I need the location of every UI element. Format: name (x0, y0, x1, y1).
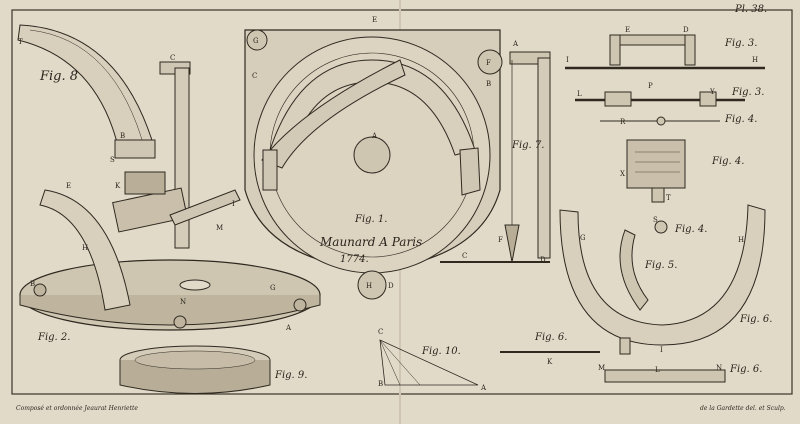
ref-letter: B (120, 132, 125, 140)
maker-inscription: Maunard A Paris (319, 235, 422, 249)
label-fig3-mid: Fig. 3. (731, 87, 764, 98)
label-fig10: Fig. 10. (421, 346, 461, 357)
ref-letter: A (285, 324, 292, 332)
plate-number: Pl. 38. (734, 4, 767, 15)
ref-letter: B (378, 380, 383, 388)
credit-right: de la Gardette del. et Sculp. (700, 405, 786, 412)
ref-letter: C (462, 252, 467, 260)
ref-letter: A (480, 384, 487, 392)
label-fig3-top: Fig. 3. (724, 38, 757, 49)
label-fig4-mid: Fig. 4. (711, 156, 744, 167)
ref-letter: I (232, 200, 235, 208)
credit-left: Composé et ordonnée Jeaurat Henriette (16, 405, 138, 412)
ref-letter: D (540, 256, 546, 264)
ref-letter: K (115, 182, 121, 190)
ref-letter: X (620, 170, 625, 178)
ref-letter: R (620, 118, 626, 126)
ref-letter: C (252, 72, 257, 80)
label-fig4-top: Fig. 4. (724, 114, 757, 125)
ref-letter: G (580, 234, 586, 242)
ref-letter: I (660, 346, 663, 354)
ref-letter: B (486, 80, 491, 88)
fig7-square (440, 51, 551, 263)
ref-letter: H (738, 236, 744, 244)
ref-letter: C (378, 328, 383, 336)
label-fig8: Fig. 8 (39, 69, 78, 84)
fig6-arc (559, 204, 766, 383)
ref-letter: D (388, 282, 394, 290)
label-fig1: Fig. 1. (354, 214, 387, 225)
ref-letter: H (366, 282, 372, 290)
fig9-dish (119, 345, 271, 394)
fig3-clamp (565, 34, 765, 126)
ref-letter: E (625, 26, 630, 34)
ref-letter: L (655, 366, 660, 374)
label-fig4-screw: Fig. 4. (674, 224, 707, 235)
ref-letter: N (180, 298, 186, 306)
ref-letter: C (170, 54, 175, 62)
ref-letter: T (666, 194, 671, 202)
ref-letter: A (371, 132, 378, 140)
ref-letter: N (716, 364, 722, 372)
label-fig6-base: Fig. 6. (729, 364, 762, 375)
ref-letter: F (498, 236, 503, 244)
fig10-triangle (379, 339, 479, 386)
fig5-hook (619, 229, 649, 311)
fig8-curved-arm (17, 24, 156, 159)
ref-letter: H (82, 244, 88, 252)
ref-letter: Y (709, 88, 715, 96)
ref-letter: F (486, 59, 491, 67)
ref-letter: I (566, 56, 569, 64)
label-fig6-arc: Fig. 6. (739, 314, 772, 325)
ref-letter: A (512, 40, 519, 48)
ref-letter: K (547, 358, 553, 366)
fig4-plate (626, 139, 686, 234)
ref-letter: M (598, 364, 605, 372)
ref-letter: S (653, 216, 658, 224)
ref-letter: G (253, 37, 259, 45)
label-fig7: Fig. 7. (511, 140, 544, 151)
ref-letter: H (752, 56, 758, 64)
inscription-year: 1774. (340, 254, 369, 265)
label-fig9: Fig. 9. (274, 370, 307, 381)
ref-letter: G (270, 284, 276, 292)
ref-letter: M (216, 224, 223, 232)
ref-letter: E (372, 16, 377, 24)
label-fig6-rod: Fig. 6. (534, 332, 567, 343)
label-fig2: Fig. 2. (37, 332, 70, 343)
ref-letter: T (18, 38, 23, 46)
fig1-disc-instrument (244, 29, 503, 300)
ref-letter: P (648, 82, 653, 90)
ref-letter: L (577, 90, 582, 98)
ref-letter: S (110, 156, 115, 164)
ref-letter: D (683, 26, 689, 34)
ref-letter: B (30, 280, 35, 288)
label-fig5: Fig. 5. (644, 260, 677, 271)
fig2-instrument (19, 171, 321, 331)
plate-border (11, 9, 793, 395)
ref-letter: E (66, 182, 71, 190)
